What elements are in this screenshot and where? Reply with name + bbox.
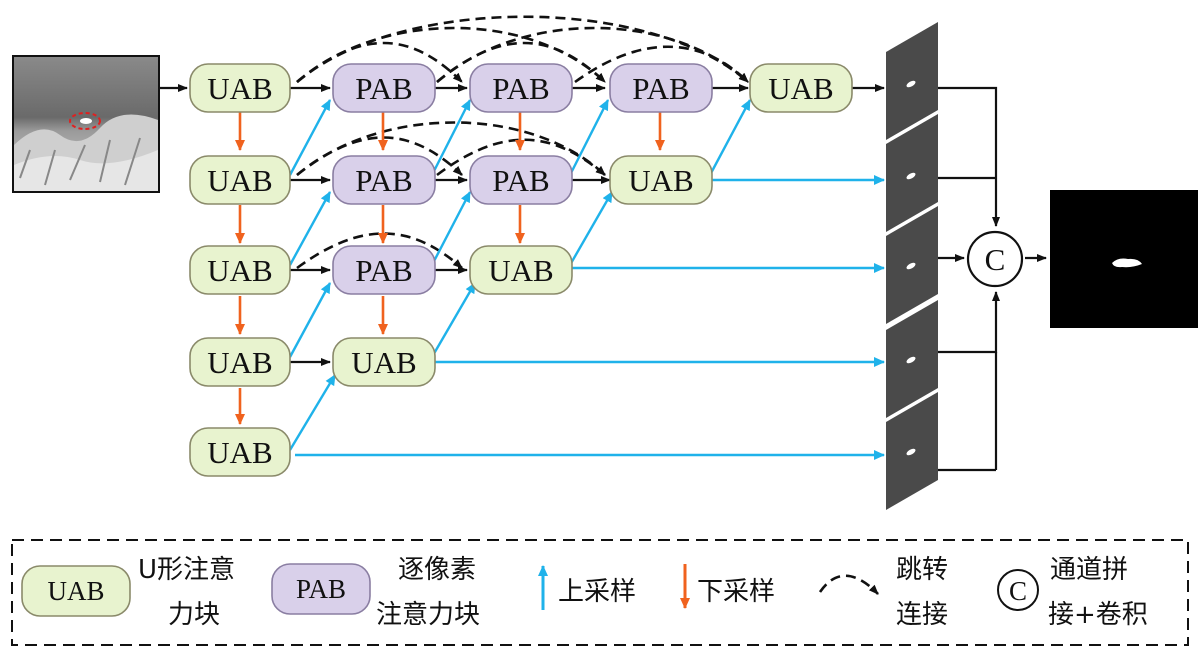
pab-node: PAB	[332, 63, 436, 113]
svg-text:UAB: UAB	[207, 253, 272, 288]
uab-node: UAB	[469, 245, 573, 295]
nodes: UAB UAB UAB UAB UAB PAB PAB PAB UAB PAB …	[189, 63, 853, 477]
feature-map	[886, 300, 938, 418]
svg-text:跳转: 跳转	[896, 555, 948, 585]
svg-text:UAB: UAB	[628, 163, 693, 198]
uab-node: UAB	[189, 337, 291, 387]
svg-text:UAB: UAB	[351, 345, 416, 380]
uab-node: UAB	[609, 155, 713, 205]
feature-map	[886, 206, 938, 324]
svg-text:UAB: UAB	[207, 71, 272, 106]
feature-map	[886, 22, 938, 140]
uab-node: UAB	[189, 63, 291, 113]
svg-text:UAB: UAB	[207, 163, 272, 198]
legend-skip: 跳转 连接	[818, 555, 948, 630]
svg-text:C: C	[985, 242, 1006, 277]
upsample-arrows	[288, 99, 885, 460]
svg-text:UAB: UAB	[488, 253, 553, 288]
pab-node: PAB	[469, 155, 573, 205]
svg-text:PAB: PAB	[355, 71, 412, 106]
legend-upsample: 上采样	[538, 565, 636, 610]
svg-text:逐像素: 逐像素	[398, 555, 476, 585]
downsample-arrows	[235, 112, 665, 425]
uab-node: UAB	[332, 337, 436, 387]
svg-text:力块: 力块	[168, 600, 220, 630]
input-image	[12, 55, 160, 193]
skip-connections	[296, 15, 749, 270]
svg-text:连接: 连接	[896, 600, 948, 630]
pab-node: PAB	[332, 155, 436, 205]
svg-text:UAB: UAB	[207, 435, 272, 470]
svg-text:PAB: PAB	[355, 253, 412, 288]
legend-downsample: 下采样	[680, 564, 775, 609]
feature-maps	[886, 22, 938, 510]
concat-symbol: C	[966, 230, 1024, 288]
svg-text:UAB: UAB	[207, 345, 272, 380]
output-mask	[1050, 190, 1198, 328]
svg-text:通道拼: 通道拼	[1050, 555, 1128, 585]
svg-text:下采样: 下采样	[697, 577, 775, 607]
feature-map	[886, 392, 938, 510]
uab-node: UAB	[749, 63, 853, 113]
svg-text:PAB: PAB	[632, 71, 689, 106]
legend: UAB U形注意 力块 PAB 逐像素 注意力块 上采样 下采样 跳转 连接 C…	[11, 539, 1189, 646]
pab-node: PAB	[332, 245, 436, 295]
uab-node: UAB	[189, 155, 291, 205]
pab-node: PAB	[469, 63, 573, 113]
svg-text:上采样: 上采样	[558, 577, 636, 607]
svg-text:接+卷积: 接+卷积	[1048, 600, 1148, 630]
uab-node: UAB	[189, 245, 291, 295]
concat-lines	[938, 86, 1047, 472]
legend-uab: UAB U形注意 力块	[21, 555, 235, 630]
svg-text:PAB: PAB	[296, 574, 346, 604]
svg-text:PAB: PAB	[355, 163, 412, 198]
uab-node: UAB	[189, 427, 291, 477]
pab-node: PAB	[609, 63, 713, 113]
legend-pab: PAB 逐像素 注意力块	[271, 555, 480, 630]
svg-text:注意力块: 注意力块	[376, 600, 480, 630]
legend-concat: C 通道拼 接+卷积	[997, 555, 1148, 630]
feature-map	[886, 114, 938, 232]
svg-text:U形注意: U形注意	[138, 555, 235, 585]
svg-text:UAB: UAB	[47, 576, 104, 606]
forward-arrows	[160, 84, 885, 366]
svg-text:PAB: PAB	[492, 71, 549, 106]
svg-text:PAB: PAB	[492, 163, 549, 198]
svg-text:UAB: UAB	[768, 71, 833, 106]
svg-text:C: C	[1009, 576, 1027, 606]
